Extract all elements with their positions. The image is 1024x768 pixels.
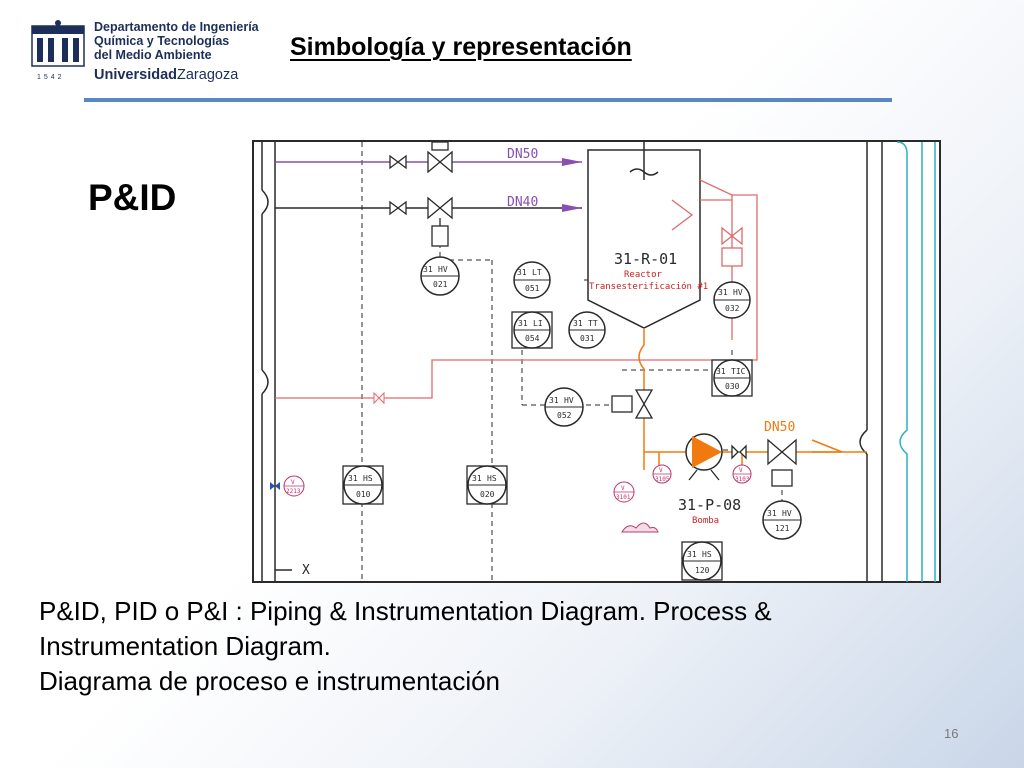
instr-hs-010-area: 31: [348, 474, 358, 483]
left-process-lines: [261, 142, 292, 582]
reactor-tag: 31-R-01: [614, 250, 677, 268]
instr-hv-021: 31 HV 021: [420, 256, 460, 296]
instr-tic-030-area: 31: [716, 367, 726, 376]
university-logo: 1542 Departamento de Ingeniería Química …: [24, 18, 271, 86]
university-crest-icon: [31, 20, 85, 67]
valve-tag-3103-num: 3103: [735, 476, 750, 483]
valve-tag-3105-letter: V: [659, 467, 663, 474]
definition-line-2: Instrumentation Diagram.: [39, 631, 331, 661]
instr-hv-052: 31 HV 052: [544, 387, 584, 427]
heating-valve-small: [373, 391, 385, 405]
instr-hs-120: 31 HS 120: [681, 541, 723, 581]
slide-title: Simbología y representación: [290, 33, 632, 61]
department-line-3: del Medio Ambiente: [94, 48, 212, 62]
pump-tag: 31-P-08: [678, 496, 741, 514]
instr-tt-031-num: 031: [580, 334, 595, 343]
university-name: UniversidadZaragoza: [94, 67, 238, 83]
instr-tt-031-area: 31: [573, 319, 583, 328]
instr-tic-030-func: TIC: [731, 367, 746, 376]
instr-hv-032: 31 HV 032: [713, 281, 751, 319]
pipe-label-dn40: DN40: [507, 195, 538, 210]
page-number: 16: [944, 726, 959, 741]
instr-hs-010: 31 HS 010: [342, 465, 384, 505]
instr-lt-051-area: 31: [517, 268, 527, 277]
instr-hv-032-area: 31: [718, 288, 728, 297]
logo-year: 1542: [37, 74, 65, 81]
drain-symbol: [621, 522, 659, 533]
instr-hv-121-num: 121: [775, 524, 790, 533]
instr-hv-052-area: 31: [549, 396, 559, 405]
university-name-bold: Universidad: [94, 67, 177, 83]
instr-hs-010-num: 010: [356, 490, 371, 499]
instr-lt-051-func: LT: [532, 268, 542, 277]
valve-tag-3103: V 3103: [732, 464, 752, 484]
instr-hs-120-area: 31: [687, 550, 697, 559]
instr-hv-021-num: 021: [433, 280, 448, 289]
instr-hs-020-func: HS: [487, 474, 497, 483]
instr-hv-021-area: 31: [423, 265, 433, 274]
feed-valves: [389, 141, 453, 247]
valve-tag-2213-num: 2213: [286, 488, 301, 495]
instr-tt-031-func: TT: [588, 319, 598, 328]
valve-tag-3101: V 3101: [613, 481, 635, 503]
instr-hv-052-func: HV: [564, 396, 574, 405]
instr-lt-051: 31 LT 051: [513, 261, 551, 299]
valve-tag-3105: V 3105: [652, 464, 672, 484]
instr-hs-120-func: HS: [702, 550, 712, 559]
instr-hs-020: 31 HS 020: [466, 465, 508, 505]
valve-tag-3105-num: 3105: [655, 476, 670, 483]
right-utility-lines: [859, 141, 936, 582]
instr-hs-020-area: 31: [472, 474, 482, 483]
instr-hv-032-func: HV: [733, 288, 743, 297]
definition-line-3: Diagrama de proceso e instrumentación: [39, 666, 501, 696]
outlet-valves: [611, 389, 797, 487]
title-divider: [84, 98, 892, 102]
pipe-label-dn50-top: DN50: [507, 147, 538, 162]
reactor-name: Reactor: [624, 270, 663, 280]
instr-hs-120-num: 120: [695, 566, 710, 575]
valve-tag-3103-letter: V: [739, 467, 743, 474]
valve-tag-2213: V 2213: [270, 475, 305, 497]
definition-text: P&ID, PID o P&I : Piping & Instrumentati…: [39, 594, 999, 699]
pid-diagram: X DN50 DN40 31-R-01: [252, 140, 941, 583]
instr-hv-052-num: 052: [557, 411, 572, 420]
reactor-vessel: [587, 140, 701, 329]
x-marker: X: [302, 563, 310, 578]
definition-line-1: P&ID, PID o P&I : Piping & Instrumentati…: [39, 596, 772, 626]
valve-tag-3101-num: 3101: [616, 494, 631, 501]
instr-hv-121-func: HV: [782, 509, 792, 518]
instr-hv-032-num: 032: [725, 304, 740, 313]
instr-tic-030: 31 TIC 030: [711, 359, 753, 397]
instr-lt-051-num: 051: [525, 284, 540, 293]
instr-li-054-num: 054: [525, 334, 540, 343]
department-name: Departamento de Ingeniería Química y Tec…: [94, 20, 259, 62]
valve-tag-3101-letter: V: [621, 485, 625, 492]
instr-hs-010-func: HS: [363, 474, 373, 483]
pump-name: Bomba: [692, 516, 719, 526]
instr-li-054-func: LI: [533, 319, 543, 328]
instr-tic-030-num: 030: [725, 382, 740, 391]
outlet-line: [638, 328, 867, 480]
instr-tt-031: 31 TT 031: [568, 311, 606, 349]
instr-hv-121-area: 31: [767, 509, 777, 518]
pipe-label-dn50-outlet: DN50: [764, 420, 795, 435]
department-line-2: Química y Tecnologías: [94, 34, 230, 48]
valve-tag-2213-letter: V: [291, 479, 295, 486]
instr-hv-021-func: HV: [438, 265, 448, 274]
instr-hv-121: 31 HV 121: [762, 500, 802, 540]
university-name-rest: Zaragoza: [177, 67, 239, 83]
instr-hs-020-num: 020: [480, 490, 495, 499]
reactor-description: Transesterificación #1: [589, 281, 708, 292]
pump-icon: [685, 433, 723, 481]
instr-li-054-area: 31: [518, 319, 528, 328]
instr-li-054: 31 LI 054: [511, 311, 553, 349]
pid-heading: P&ID: [88, 177, 177, 218]
department-line-1: Departamento de Ingeniería: [94, 20, 259, 34]
